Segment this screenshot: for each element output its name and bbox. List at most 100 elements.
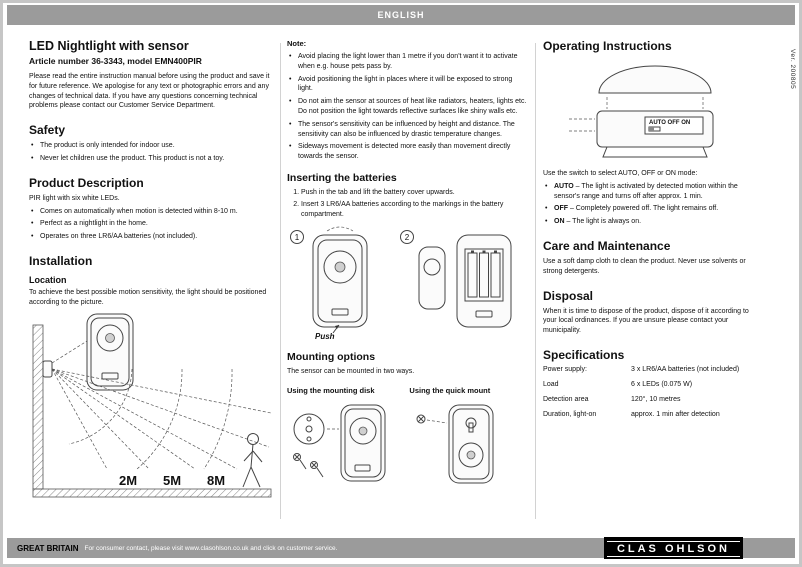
column-divider: [535, 43, 536, 519]
mounting-text: The sensor can be mounted in two ways.: [287, 367, 415, 375]
bullet-text: Do not aim the sensor at sources of heat…: [298, 98, 527, 115]
bullet-text: Perfect as a nightlight in the home.: [40, 220, 148, 228]
disposal-text: When it is time to dispose of the produc…: [543, 307, 749, 335]
intro-text: Please read the entire instruction manua…: [29, 73, 270, 110]
bullet-text: Never let children use the product. This…: [40, 154, 225, 162]
operating-text: Use the switch to select AUTO, OFF or ON…: [543, 170, 698, 177]
mounting-disk-column: Using the mounting disk: [287, 380, 405, 496]
bullet-text: The sensor's sensitivity can be influenc…: [298, 120, 515, 138]
switch-label: AUTO OFF ON: [649, 120, 690, 126]
spec-value: 3 x LR6/AA batteries (not included): [631, 365, 740, 373]
product-item: Operates on three LR6/AA batteries (not …: [29, 232, 275, 242]
note-item: The sensor's sensitivity can be influenc…: [287, 120, 527, 140]
mode-term: OFF: [554, 205, 568, 213]
step-text: Insert 3 LR6/AA batteries according to t…: [301, 200, 527, 220]
device-back: [456, 234, 512, 328]
mode-item: ON – The light is always on.: [543, 217, 761, 227]
installation-diagram: 2M 5M 8M: [32, 313, 272, 497]
ground: [32, 488, 272, 497]
operating-diagram: AUTO OFF ON: [569, 65, 714, 158]
product-description-heading: Product Description: [29, 175, 144, 190]
distance-label-2m: 2M: [119, 473, 137, 488]
header-bar: ENGLISH: [7, 5, 795, 25]
spec-label: Load: [543, 380, 559, 388]
sensor-dome: [598, 65, 712, 94]
spec-row: Duration, light-on approx. 1 min after d…: [543, 411, 761, 418]
right-column: Operating Instructions AUTO OFF ON Use t…: [543, 39, 761, 426]
batteries: [467, 250, 501, 298]
bullet-text: Comes on automatically when motion is de…: [40, 207, 238, 215]
location-heading: Location: [29, 274, 67, 285]
inserting-batteries-heading: Inserting the batteries: [287, 171, 397, 184]
region-label: GREAT BRITAIN: [17, 543, 79, 553]
spec-row: Detection area 120°, 10 metres: [543, 396, 761, 403]
installation-heading: Installation: [29, 253, 93, 268]
safety-item: Never let children use the product. This…: [29, 154, 275, 164]
spec-label: Duration, light-on: [543, 410, 597, 418]
step-text: Push in the tab and lift the battery cov…: [301, 188, 527, 198]
bullet-text: Avoid positioning the light in places wh…: [298, 75, 513, 93]
spec-value: 120°, 10 metres: [631, 395, 681, 403]
middle-column: Note: Avoid placing the light lower than…: [287, 39, 527, 496]
push-label: Push: [315, 332, 335, 341]
clas-ohlson-logo: CLAS OHLSON: [603, 537, 743, 559]
distance-label-8m: 8M: [207, 473, 225, 488]
spec-label: Detection area: [543, 395, 589, 403]
figure-1: 1 Push: [290, 226, 368, 341]
care-text: Use a soft damp cloth to clean the produ…: [543, 257, 746, 275]
battery-diagram: 1 Push 2: [290, 226, 512, 341]
quick-mount-column: Using the quick mount: [409, 380, 527, 496]
mode-desc: – The light is activated by detected mot…: [554, 182, 738, 200]
screw: [416, 414, 426, 424]
version-label: Ver. 200805: [789, 49, 796, 90]
specifications-heading: Specifications: [543, 347, 625, 362]
quick-mount-label: Using the quick mount: [409, 385, 491, 395]
product-item: Comes on automatically when motion is de…: [29, 207, 275, 217]
left-column: LED Nightlight with sensor Article numbe…: [29, 39, 275, 503]
mode-desc: – Completely powered off. The light rema…: [569, 205, 719, 213]
battery-cover: [418, 246, 446, 310]
article-number: Article number 36-3343, model EMN400PIR: [29, 56, 202, 66]
mode-item: AUTO – The light is activated by detecte…: [543, 182, 761, 202]
person-figure: [242, 432, 263, 487]
bullet-text: Avoid placing the light lower than 1 met…: [298, 53, 518, 70]
keyhole: [465, 417, 477, 433]
safety-heading: Safety: [29, 123, 66, 138]
mounting-options-heading: Mounting options: [287, 350, 376, 363]
care-heading: Care and Maintenance: [543, 238, 671, 253]
spec-label: Power supply:: [543, 365, 587, 373]
mounting-figures: Using the mounting disk: [287, 380, 527, 496]
note-item: Do not aim the sensor at sources of heat…: [287, 97, 527, 117]
mode-desc: – The light is always on.: [566, 218, 642, 226]
brand-name: CLAS OHLSON: [606, 541, 740, 557]
mode-term: ON: [554, 218, 565, 226]
spec-value: 6 x LEDs (0.075 W): [631, 380, 693, 388]
mounting-disk-label: Using the mounting disk: [287, 385, 375, 395]
product-description-lead: PIR light with six white LEDs.: [29, 194, 120, 202]
figure-1-number: 1: [295, 233, 300, 242]
spec-row: Power supply: 3 x LR6/AA batteries (not …: [543, 366, 761, 373]
quick-mount-diagram: [416, 404, 494, 484]
detection-beams: [51, 368, 272, 469]
operating-instructions-heading: Operating Instructions: [543, 39, 672, 53]
distance-label-5m: 5M: [163, 473, 181, 488]
product-item: Perfect as a nightlight in the home.: [29, 219, 275, 229]
mode-term: AUTO: [554, 182, 574, 190]
nightlight-front-view: [86, 313, 134, 391]
battery-steps: Push in the tab and lift the battery cov…: [301, 188, 527, 220]
mounting-disk-diagram: [293, 404, 386, 482]
wall: [32, 324, 44, 489]
spec-value: approx. 1 min after detection: [631, 410, 720, 418]
safety-item: The product is only intended for indoor …: [29, 141, 275, 151]
page-title: LED Nightlight with sensor: [29, 39, 189, 53]
bullet-text: Operates on three LR6/AA batteries (not …: [40, 233, 198, 241]
mode-switch: [648, 126, 661, 132]
screws: [293, 452, 324, 477]
consumer-contact-text: For consumer contact, please visit www.c…: [84, 544, 338, 552]
wall-sensor: [42, 360, 53, 378]
column-divider: [280, 43, 281, 519]
figure-2-number: 2: [405, 233, 410, 242]
disposal-heading: Disposal: [543, 288, 594, 303]
note-item: Sideways movement is detected more easil…: [287, 142, 527, 162]
